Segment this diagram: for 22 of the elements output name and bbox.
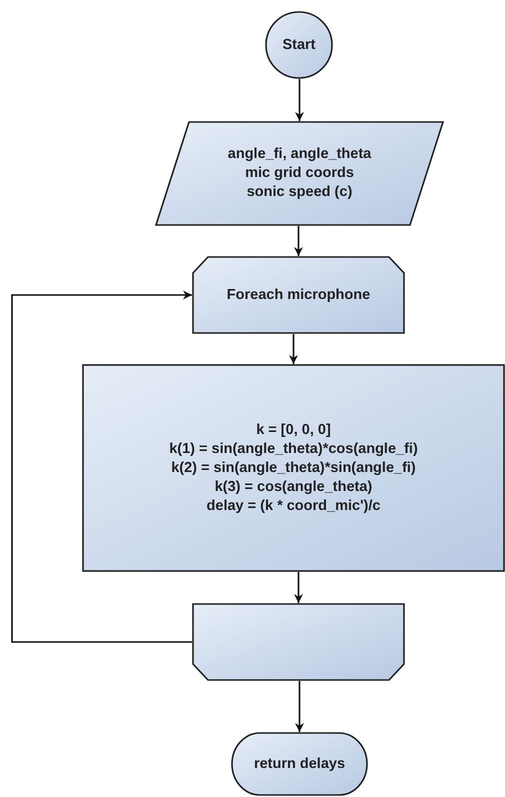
arrow [11, 290, 192, 643]
node-text: Start [282, 36, 316, 54]
start-circle [265, 11, 333, 79]
node-text: k = [0, 0, 0] [256, 420, 331, 440]
node-text: k(3) = cos(angle_theta) [214, 478, 372, 496]
arrow [294, 572, 303, 603]
node-text: sonic speed (c) [246, 183, 352, 202]
node-text: k(1) = sin(angle_theta)*cos(angle_fi) [169, 440, 418, 458]
node-text: delay = (k * coord_mic')/c [206, 496, 380, 516]
node-text: Foreach microphone [226, 286, 370, 304]
loop-end-box [192, 603, 405, 681]
loop-start-box [192, 256, 405, 334]
node-text: angle_fi, angle_theta [228, 145, 372, 164]
node-text: mic grid coords [245, 164, 354, 183]
process-box [82, 364, 505, 572]
input-parallelogram [155, 121, 444, 226]
node-text: return delays [254, 754, 346, 774]
arrow [295, 681, 304, 732]
arrow [295, 79, 304, 121]
arrow [289, 334, 298, 364]
arrow [294, 226, 303, 256]
node-text: k(2) = sin(angle_theta)*sin(angle_fi) [171, 458, 416, 478]
